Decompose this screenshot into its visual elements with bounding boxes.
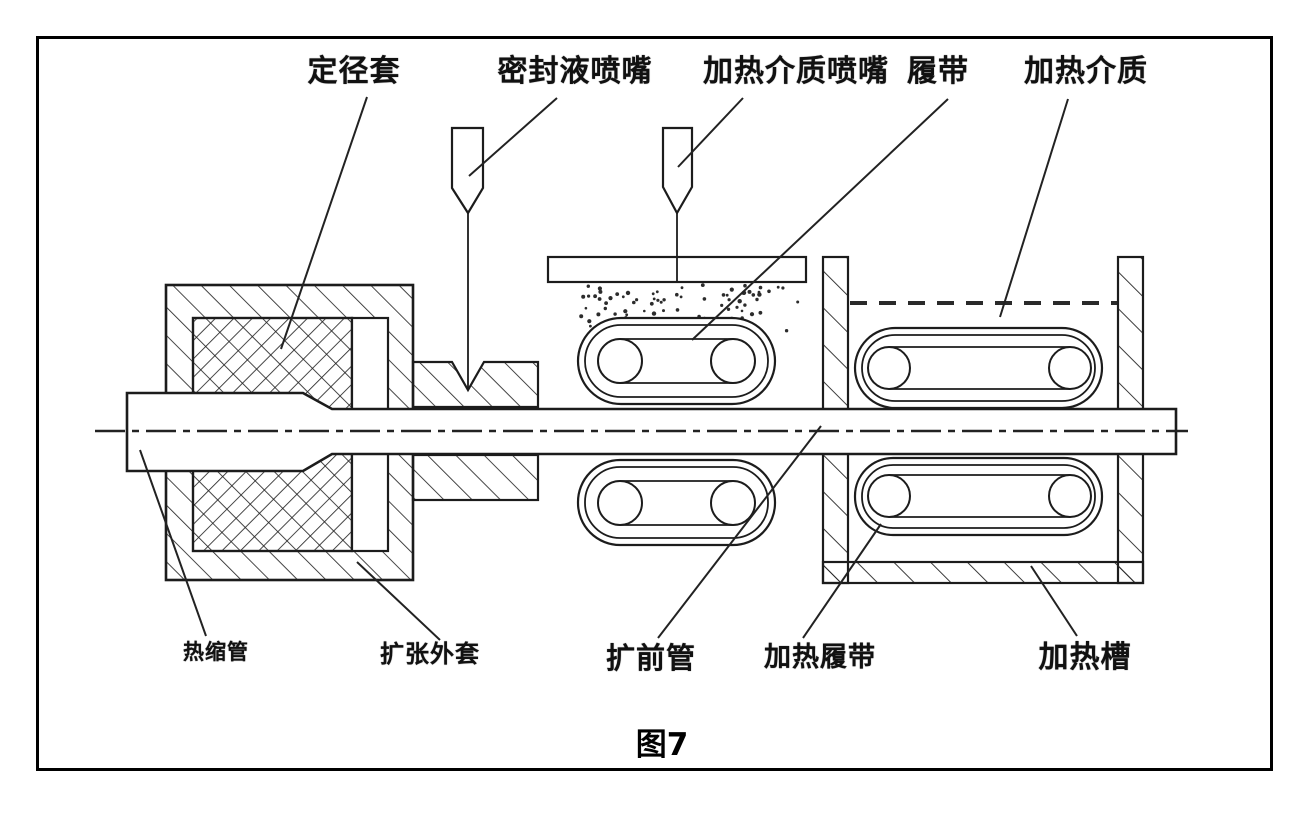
- tank-upper-track-belt: [853, 326, 1104, 410]
- leader-lines: [139, 96, 1078, 641]
- label-heating-tank: 加热槽: [1038, 640, 1132, 675]
- upper-track-belt: [576, 316, 777, 406]
- sealing-liquid-nozzle: [450, 126, 485, 388]
- heating-medium-nozzle: [661, 126, 694, 281]
- label-pre-expansion-tube: 扩前管: [605, 641, 697, 675]
- figure-caption: 图7: [635, 727, 689, 763]
- expansion-fitting: [411, 360, 540, 502]
- label-heating-medium: 加热介质: [1024, 54, 1148, 89]
- tube-profile: [125, 391, 1178, 473]
- label-track-belt: 履带: [907, 54, 969, 89]
- lower-track-belt: [576, 458, 777, 547]
- label-heat-shrink-tube: 热缩管: [183, 640, 249, 664]
- label-sealing-liquid-nozzle: 密封液喷嘴: [497, 54, 653, 89]
- label-sizing-sleeve: 定径套: [307, 54, 401, 89]
- label-expansion-jacket: 扩张外套: [380, 640, 480, 668]
- label-heating-medium-nozzle: 加热介质喷嘴: [703, 54, 889, 89]
- label-heated-track-belt: 加热履带: [764, 642, 876, 673]
- tank-lower-track-belt: [853, 456, 1104, 537]
